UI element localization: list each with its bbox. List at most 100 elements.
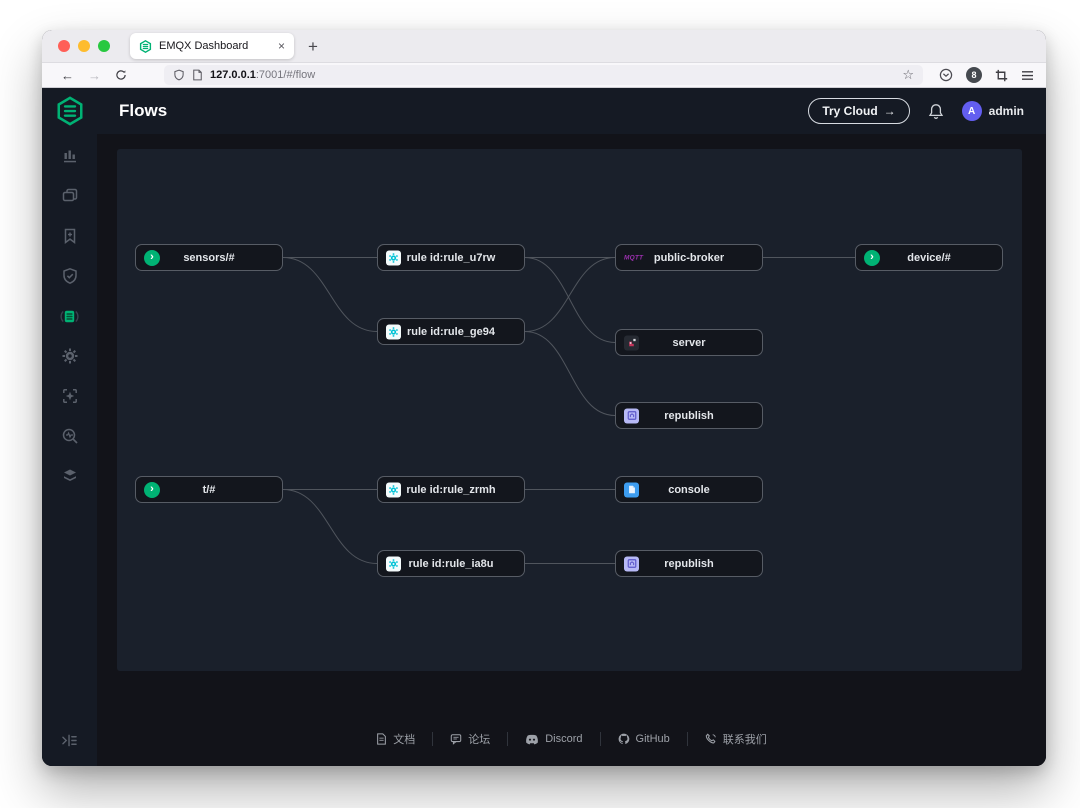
url-text[interactable]: 127.0.0.1:7001/#/flow xyxy=(210,69,315,81)
sidebar-item-connections[interactable] xyxy=(42,176,97,216)
user-menu[interactable]: A admin xyxy=(961,101,1024,121)
footer-link-label: 联系我们 xyxy=(722,734,767,746)
tab-strip: EMQX Dashboard × + xyxy=(42,30,1046,62)
sidebar xyxy=(42,88,97,766)
minimize-window-button[interactable] xyxy=(78,40,90,52)
url-bar[interactable]: 127.0.0.1:7001/#/flow ☆ xyxy=(164,65,923,85)
node-label: rule id:rule_u7rw xyxy=(406,251,496,264)
flow-node-republish2[interactable]: republish xyxy=(615,550,763,577)
menu-hamburger-icon[interactable] xyxy=(1021,70,1034,81)
flow-node-rule_ia8u[interactable]: rule id:rule_ia8u xyxy=(377,550,525,577)
flow-node-server[interactable]: server xyxy=(615,329,763,356)
node-label: rule id:rule_zrmh xyxy=(406,483,496,496)
node-icon xyxy=(624,482,639,497)
flow-node-public_broker[interactable]: MQTT public-broker xyxy=(615,244,763,271)
browser-window: EMQX Dashboard × + ← → 127.0.0.1:7001/#/… xyxy=(42,30,1046,766)
contact-icon xyxy=(705,733,717,745)
flow-node-t[interactable]: ›t/# xyxy=(135,476,283,503)
system-icon xyxy=(61,467,79,485)
new-tab-button[interactable]: + xyxy=(308,36,318,56)
authentication-icon xyxy=(61,267,79,285)
sidebar-item-metrics[interactable] xyxy=(42,136,97,176)
sidebar-item-system[interactable] xyxy=(42,456,97,496)
forward-icon[interactable]: → xyxy=(88,67,101,83)
http-server-icon xyxy=(624,335,639,350)
footer-link-label: Discord xyxy=(545,733,583,745)
flow-node-console[interactable]: console xyxy=(615,476,763,503)
tab-favicon-emqx-logo-icon xyxy=(139,39,152,53)
flow-node-sensors[interactable]: ›sensors/# xyxy=(135,244,283,271)
node-icon: › xyxy=(144,481,160,498)
flow-node-republish1[interactable]: republish xyxy=(615,402,763,429)
footer-link-文档[interactable]: 文档 xyxy=(359,732,434,746)
sidebar-item-integration[interactable] xyxy=(42,296,97,336)
sidebar-item-diagnose[interactable] xyxy=(42,416,97,456)
node-icon: › xyxy=(144,249,160,266)
diagnose-icon xyxy=(61,427,79,445)
page-info-icon[interactable] xyxy=(192,69,203,81)
forum-icon xyxy=(450,733,462,745)
doc-icon xyxy=(376,733,387,745)
emqx-dashboard: Flows Try Cloud → A admin xyxy=(42,88,1046,766)
tab-close-icon[interactable]: × xyxy=(277,39,285,53)
flow-canvas[interactable]: ›sensors/# rule id:rule_u7rw MQTT public-br… xyxy=(117,149,1022,671)
metrics-icon xyxy=(61,147,79,165)
close-window-button[interactable] xyxy=(58,40,70,52)
flow-edges xyxy=(282,257,855,564)
sidebar-item-management[interactable] xyxy=(42,336,97,376)
back-icon[interactable]: ← xyxy=(61,67,74,83)
traffic-lights xyxy=(58,40,110,52)
access-control-icon xyxy=(61,227,79,245)
footer-link-label: GitHub xyxy=(635,733,670,745)
url-host: 127.0.0.1 xyxy=(210,69,256,81)
rule-gear-icon xyxy=(386,250,401,265)
pocket-icon[interactable] xyxy=(939,68,953,82)
zoom-window-button[interactable] xyxy=(98,40,110,52)
sidebar-expand-icon[interactable] xyxy=(42,733,97,748)
node-label: rule id:rule_ia8u xyxy=(408,557,494,570)
footer-link-label: 文档 xyxy=(393,734,416,746)
page-title: Flows xyxy=(119,101,168,120)
screenshot-crop-icon[interactable] xyxy=(995,69,1008,82)
management-icon xyxy=(61,347,79,365)
node-label: server xyxy=(672,336,706,349)
footer-link-github[interactable]: GitHub xyxy=(601,732,688,746)
flow-node-rule_u7rw[interactable]: rule id:rule_u7rw xyxy=(377,244,525,271)
app-header: Flows Try Cloud → A admin xyxy=(97,88,1046,134)
node-label: public-broker xyxy=(653,251,725,264)
footer-link-论坛[interactable]: 论坛 xyxy=(433,732,509,746)
node-label: console xyxy=(668,483,710,496)
flow-node-rule_zrmh[interactable]: rule id:rule_zrmh xyxy=(377,476,525,503)
arrow-right-icon: → xyxy=(883,104,896,118)
shield-icon[interactable] xyxy=(173,69,185,81)
emqx-logo-icon[interactable] xyxy=(42,88,97,134)
footer-link-label: 论坛 xyxy=(468,734,491,746)
node-label: republish xyxy=(664,409,714,422)
mqtt-icon: MQTT xyxy=(624,254,644,261)
republish-icon xyxy=(624,408,639,423)
flow-edge-rule_u7rw-server xyxy=(524,257,616,343)
flow-edge-t-rule_ia8u xyxy=(282,489,378,564)
footer-link-联系我们[interactable]: 联系我们 xyxy=(688,732,784,746)
browser-tab[interactable]: EMQX Dashboard × xyxy=(130,33,294,59)
reload-icon[interactable] xyxy=(115,69,127,81)
notification-bell-icon[interactable] xyxy=(928,103,944,120)
node-icon: › xyxy=(864,249,880,266)
bookmark-star-icon[interactable]: ☆ xyxy=(902,67,914,82)
try-cloud-button[interactable]: Try Cloud → xyxy=(808,98,910,124)
node-icon: MQTT xyxy=(624,254,643,261)
topic-icon: › xyxy=(144,481,160,498)
flow-node-device[interactable]: ›device/# xyxy=(855,244,1003,271)
node-icon xyxy=(624,556,639,571)
node-label: republish xyxy=(664,557,714,570)
rule-gear-icon xyxy=(386,324,401,339)
flow-edge-sensors-rule_ge94 xyxy=(282,257,378,332)
sidebar-item-access-control[interactable] xyxy=(42,216,97,256)
flow-node-rule_ge94[interactable]: rule id:rule_ge94 xyxy=(377,318,525,345)
footer-link-discord[interactable]: Discord xyxy=(508,732,601,746)
sidebar-item-extensions[interactable] xyxy=(42,376,97,416)
rule-gear-icon xyxy=(386,556,401,571)
extension-badge[interactable]: 8 xyxy=(966,67,982,83)
username: admin xyxy=(988,104,1024,118)
sidebar-item-authentication[interactable] xyxy=(42,256,97,296)
